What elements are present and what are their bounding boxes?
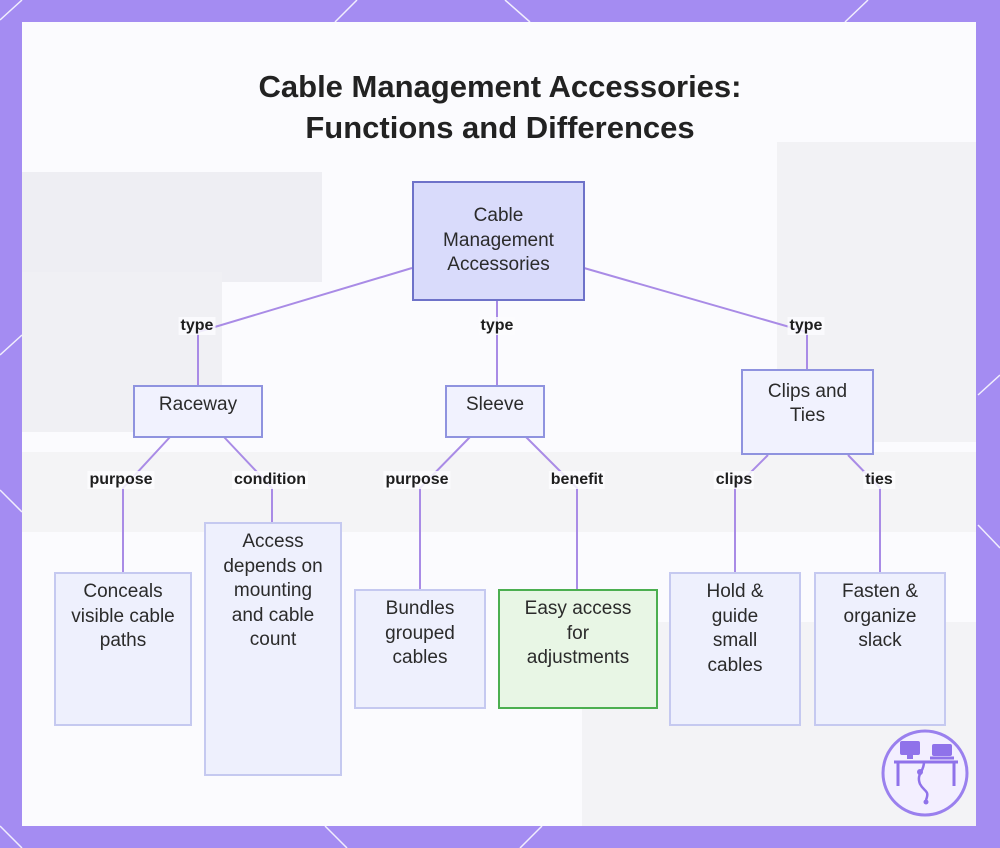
node-sleeve[interactable]: Sleeve [445, 385, 545, 438]
node-easy-access[interactable]: Easy access for adjustments [498, 589, 658, 709]
edge-root-clips [583, 267, 808, 369]
node-label: Cable Management Accessories [443, 205, 554, 276]
page-title: Cable Management Accessories: Functions … [0, 66, 1000, 148]
node-label: Clips and Ties [767, 380, 848, 427]
edge-label-clips: clips [713, 471, 755, 489]
edge-label-benefit-sleeve: benefit [548, 471, 606, 489]
node-label: Sleeve [465, 394, 525, 416]
edge-label-type-clips: type [787, 317, 825, 335]
title-line-1: Cable Management Accessories: [258, 69, 742, 104]
title-line-2: Functions and Differences [305, 110, 695, 145]
desk-setup-icon [881, 729, 969, 817]
node-label: Easy access for adjustments [524, 598, 632, 668]
node-cable-management-accessories[interactable]: Cable Management Accessories [412, 181, 585, 301]
edge-root-raceway [197, 267, 413, 385]
node-access-depends[interactable]: Access depends on mounting and cable cou… [204, 522, 342, 776]
edge-label-type-sleeve: type [478, 317, 516, 335]
edge-raceway-conceals [122, 436, 171, 572]
node-bundles[interactable]: Bundles grouped cables [354, 589, 486, 709]
node-fasten-organize[interactable]: Fasten & organize slack [814, 572, 946, 726]
edge-label-ties: ties [863, 471, 895, 489]
node-raceway[interactable]: Raceway [133, 385, 263, 438]
node-clips-and-ties[interactable]: Clips and Ties [741, 369, 874, 455]
node-label: Hold & guide small cables [706, 581, 764, 676]
node-label: Bundles grouped cables [385, 598, 455, 668]
background-shelf [22, 172, 322, 282]
node-conceals[interactable]: Conceals visible cable paths [54, 572, 192, 726]
node-label: Conceals visible cable paths [71, 581, 175, 651]
node-hold-guide[interactable]: Hold & guide small cables [669, 572, 801, 726]
edge-label-condition-raceway: condition [232, 471, 308, 489]
node-label: Fasten & organize slack [841, 581, 919, 651]
edge-label-purpose-raceway: purpose [87, 471, 155, 489]
edge-sleeve-easy [525, 436, 578, 589]
node-label: Access depends on mounting and cable cou… [223, 531, 323, 650]
background-desk [22, 452, 976, 532]
node-label: Raceway [158, 394, 238, 416]
edge-sleeve-bundles [419, 436, 471, 589]
edge-label-type-raceway: type [178, 317, 216, 335]
edge-label-purpose-sleeve: purpose [383, 471, 451, 489]
